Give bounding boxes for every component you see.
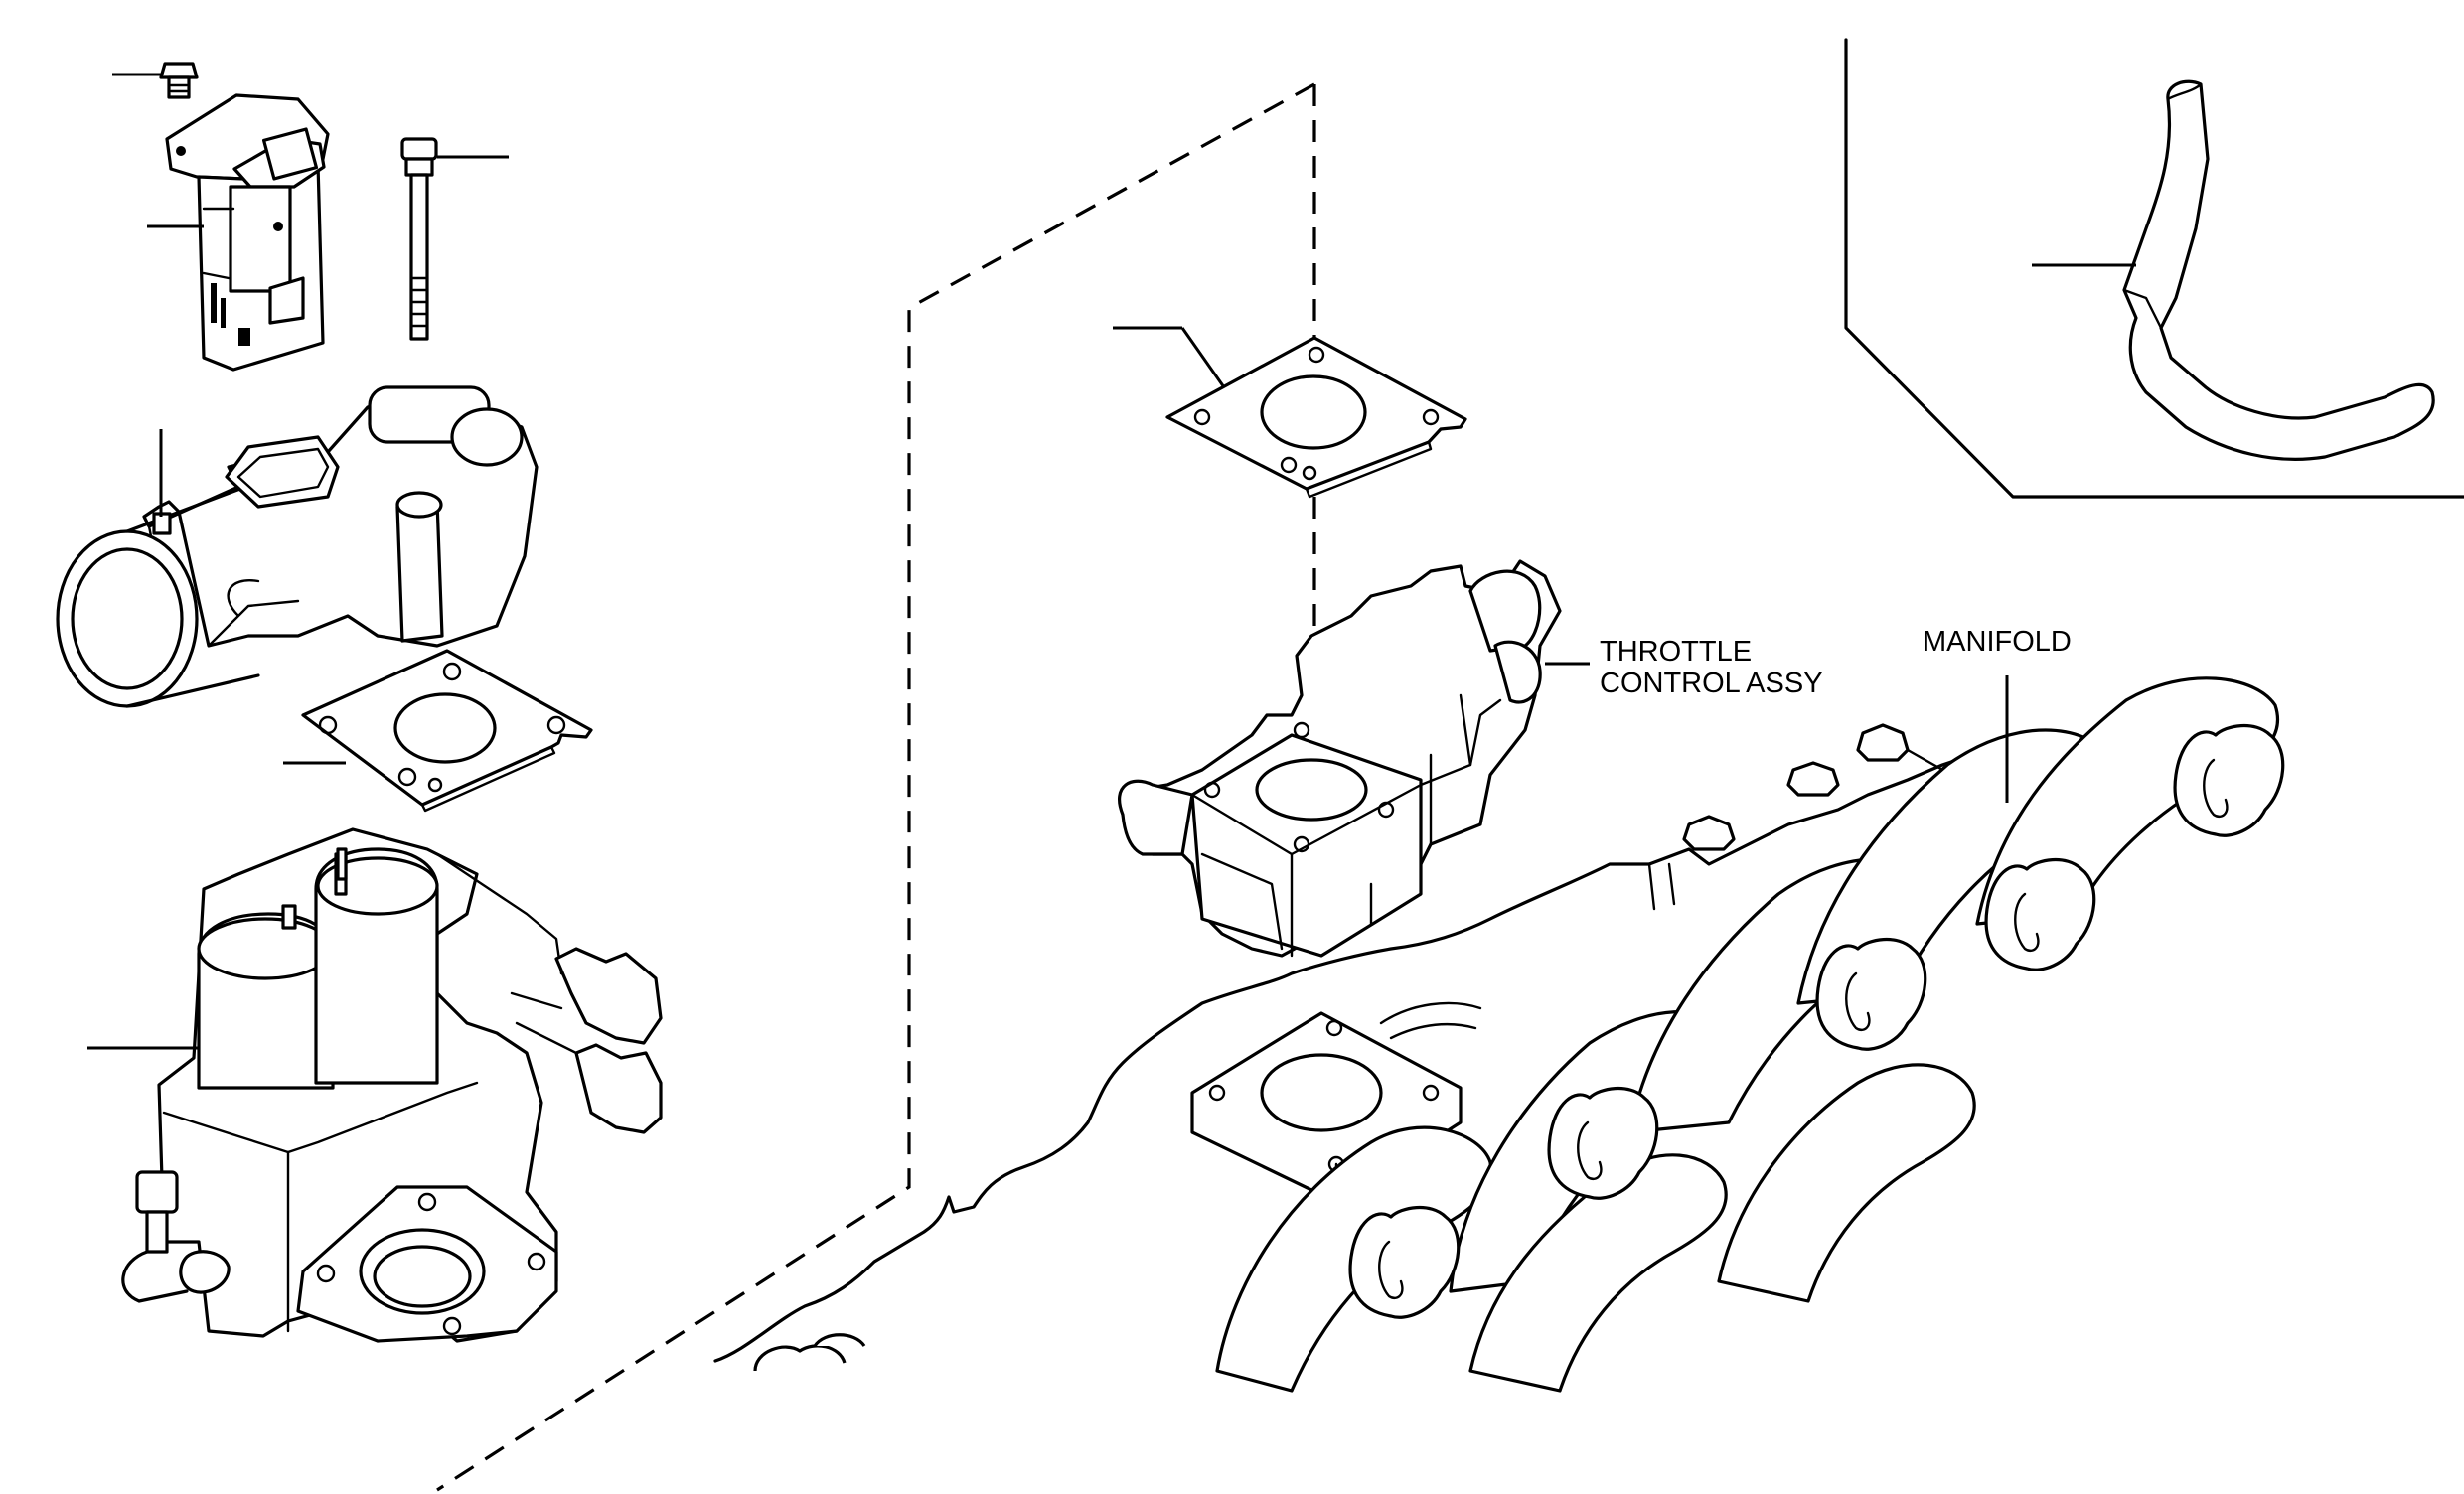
air-flow-meter-part bbox=[165, 93, 330, 372]
assembly-line-left bbox=[436, 82, 1315, 1492]
manifold-part bbox=[713, 676, 2285, 1393]
leader-gasket-top-angled bbox=[1180, 327, 1226, 388]
inset-frame bbox=[1844, 38, 2464, 499]
gasket-left-part bbox=[301, 649, 593, 813]
throttle-label-line1: THROTTLE bbox=[1600, 636, 1753, 668]
hose-part bbox=[2122, 79, 2435, 461]
gasket-top-part bbox=[1165, 336, 1467, 499]
valve-assembly-part bbox=[121, 827, 663, 1343]
throttle-label-line2: CONTROL ASSY bbox=[1600, 668, 1823, 699]
screw-part bbox=[159, 62, 199, 99]
throttle-body-part bbox=[56, 385, 539, 708]
manifold-label: MANIFOLD bbox=[1923, 626, 2072, 658]
bolt-part bbox=[400, 137, 438, 341]
throttle-control-assy-part bbox=[1118, 559, 1562, 958]
